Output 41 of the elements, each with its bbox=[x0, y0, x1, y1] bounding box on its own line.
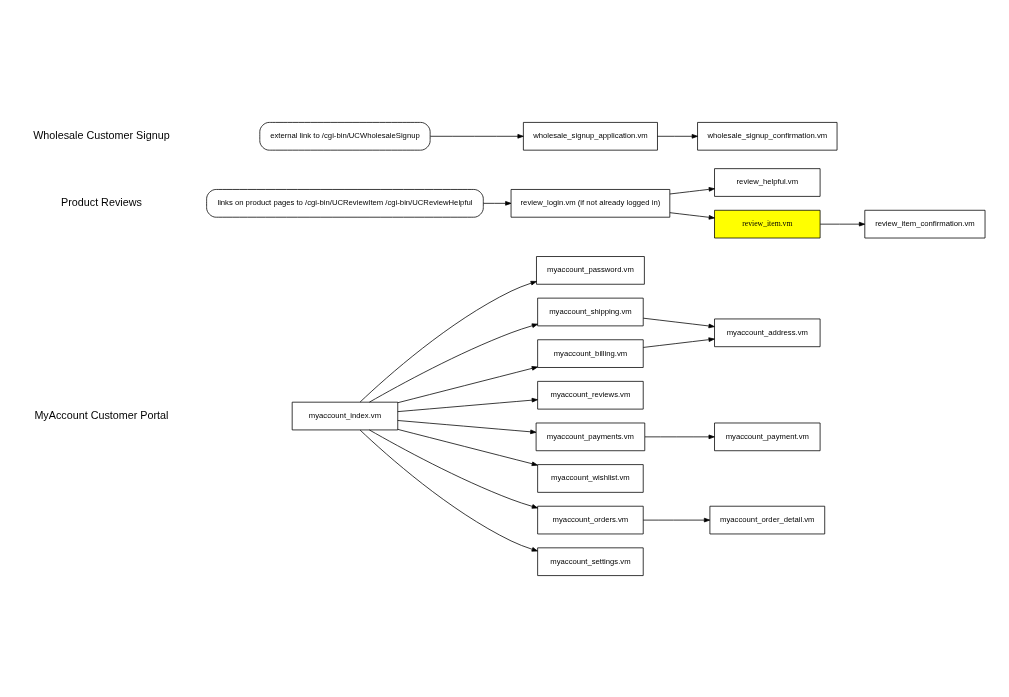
arrow bbox=[359, 280, 537, 402]
label: MyAccount Customer Portal bbox=[34, 408, 169, 421]
arrow bbox=[369, 322, 538, 403]
arrow bbox=[657, 133, 698, 139]
node-box: review_helpful.vm bbox=[714, 167, 821, 197]
arrow bbox=[669, 211, 715, 220]
node-box: myaccount_index.vm bbox=[291, 401, 399, 430]
arrow bbox=[430, 133, 524, 139]
arrow bbox=[819, 221, 866, 226]
node-box: myaccount_password.vm bbox=[536, 255, 645, 285]
arrow bbox=[669, 186, 715, 194]
arrow bbox=[397, 428, 538, 466]
node-box: review_login.vm (if not already logged in) bbox=[510, 188, 671, 218]
node-box: myaccount_settings.vm bbox=[537, 546, 644, 576]
arrow bbox=[369, 429, 538, 509]
arrow bbox=[359, 429, 538, 552]
node-box: review_item_confirmation.vm bbox=[864, 209, 986, 238]
node-box: myaccount_reviews.vm bbox=[537, 380, 644, 409]
arrow bbox=[397, 397, 538, 412]
arrow bbox=[642, 517, 711, 522]
node-box: myaccount_shipping.vm bbox=[537, 297, 644, 326]
arrow bbox=[644, 434, 715, 439]
node-box: myaccount_orders.vm bbox=[537, 505, 644, 534]
node-box: myaccount_payment.vm bbox=[714, 422, 821, 451]
node-box: wholesale_signup_application.vm bbox=[523, 121, 658, 151]
arrow bbox=[397, 419, 537, 434]
label: Product Reviews bbox=[61, 195, 142, 208]
node-box: links on product pages to /cgi-bin/UCReviewItem /cgi-bin/UCReviewHelpful bbox=[206, 188, 484, 218]
node-box: myaccount_wishlist.vm bbox=[537, 463, 644, 493]
node-box: wholesale_signup_confirmation.vm bbox=[697, 121, 838, 151]
node-box: myaccount_billing.vm bbox=[537, 338, 644, 368]
node-box: myaccount_payments.vm bbox=[535, 422, 646, 451]
arrow bbox=[483, 200, 512, 206]
node-box: review_item.vm bbox=[714, 209, 821, 238]
arrow bbox=[397, 365, 538, 403]
label: Wholesale Customer Signup bbox=[33, 128, 170, 141]
node-box: myaccount_address.vm bbox=[714, 318, 821, 347]
arrow bbox=[642, 317, 715, 328]
arrow bbox=[642, 336, 715, 348]
node-box: myaccount_order_detail.vm bbox=[709, 505, 826, 534]
node-box: external link to /cgi-bin/UCWholesaleSignup bbox=[259, 121, 431, 151]
